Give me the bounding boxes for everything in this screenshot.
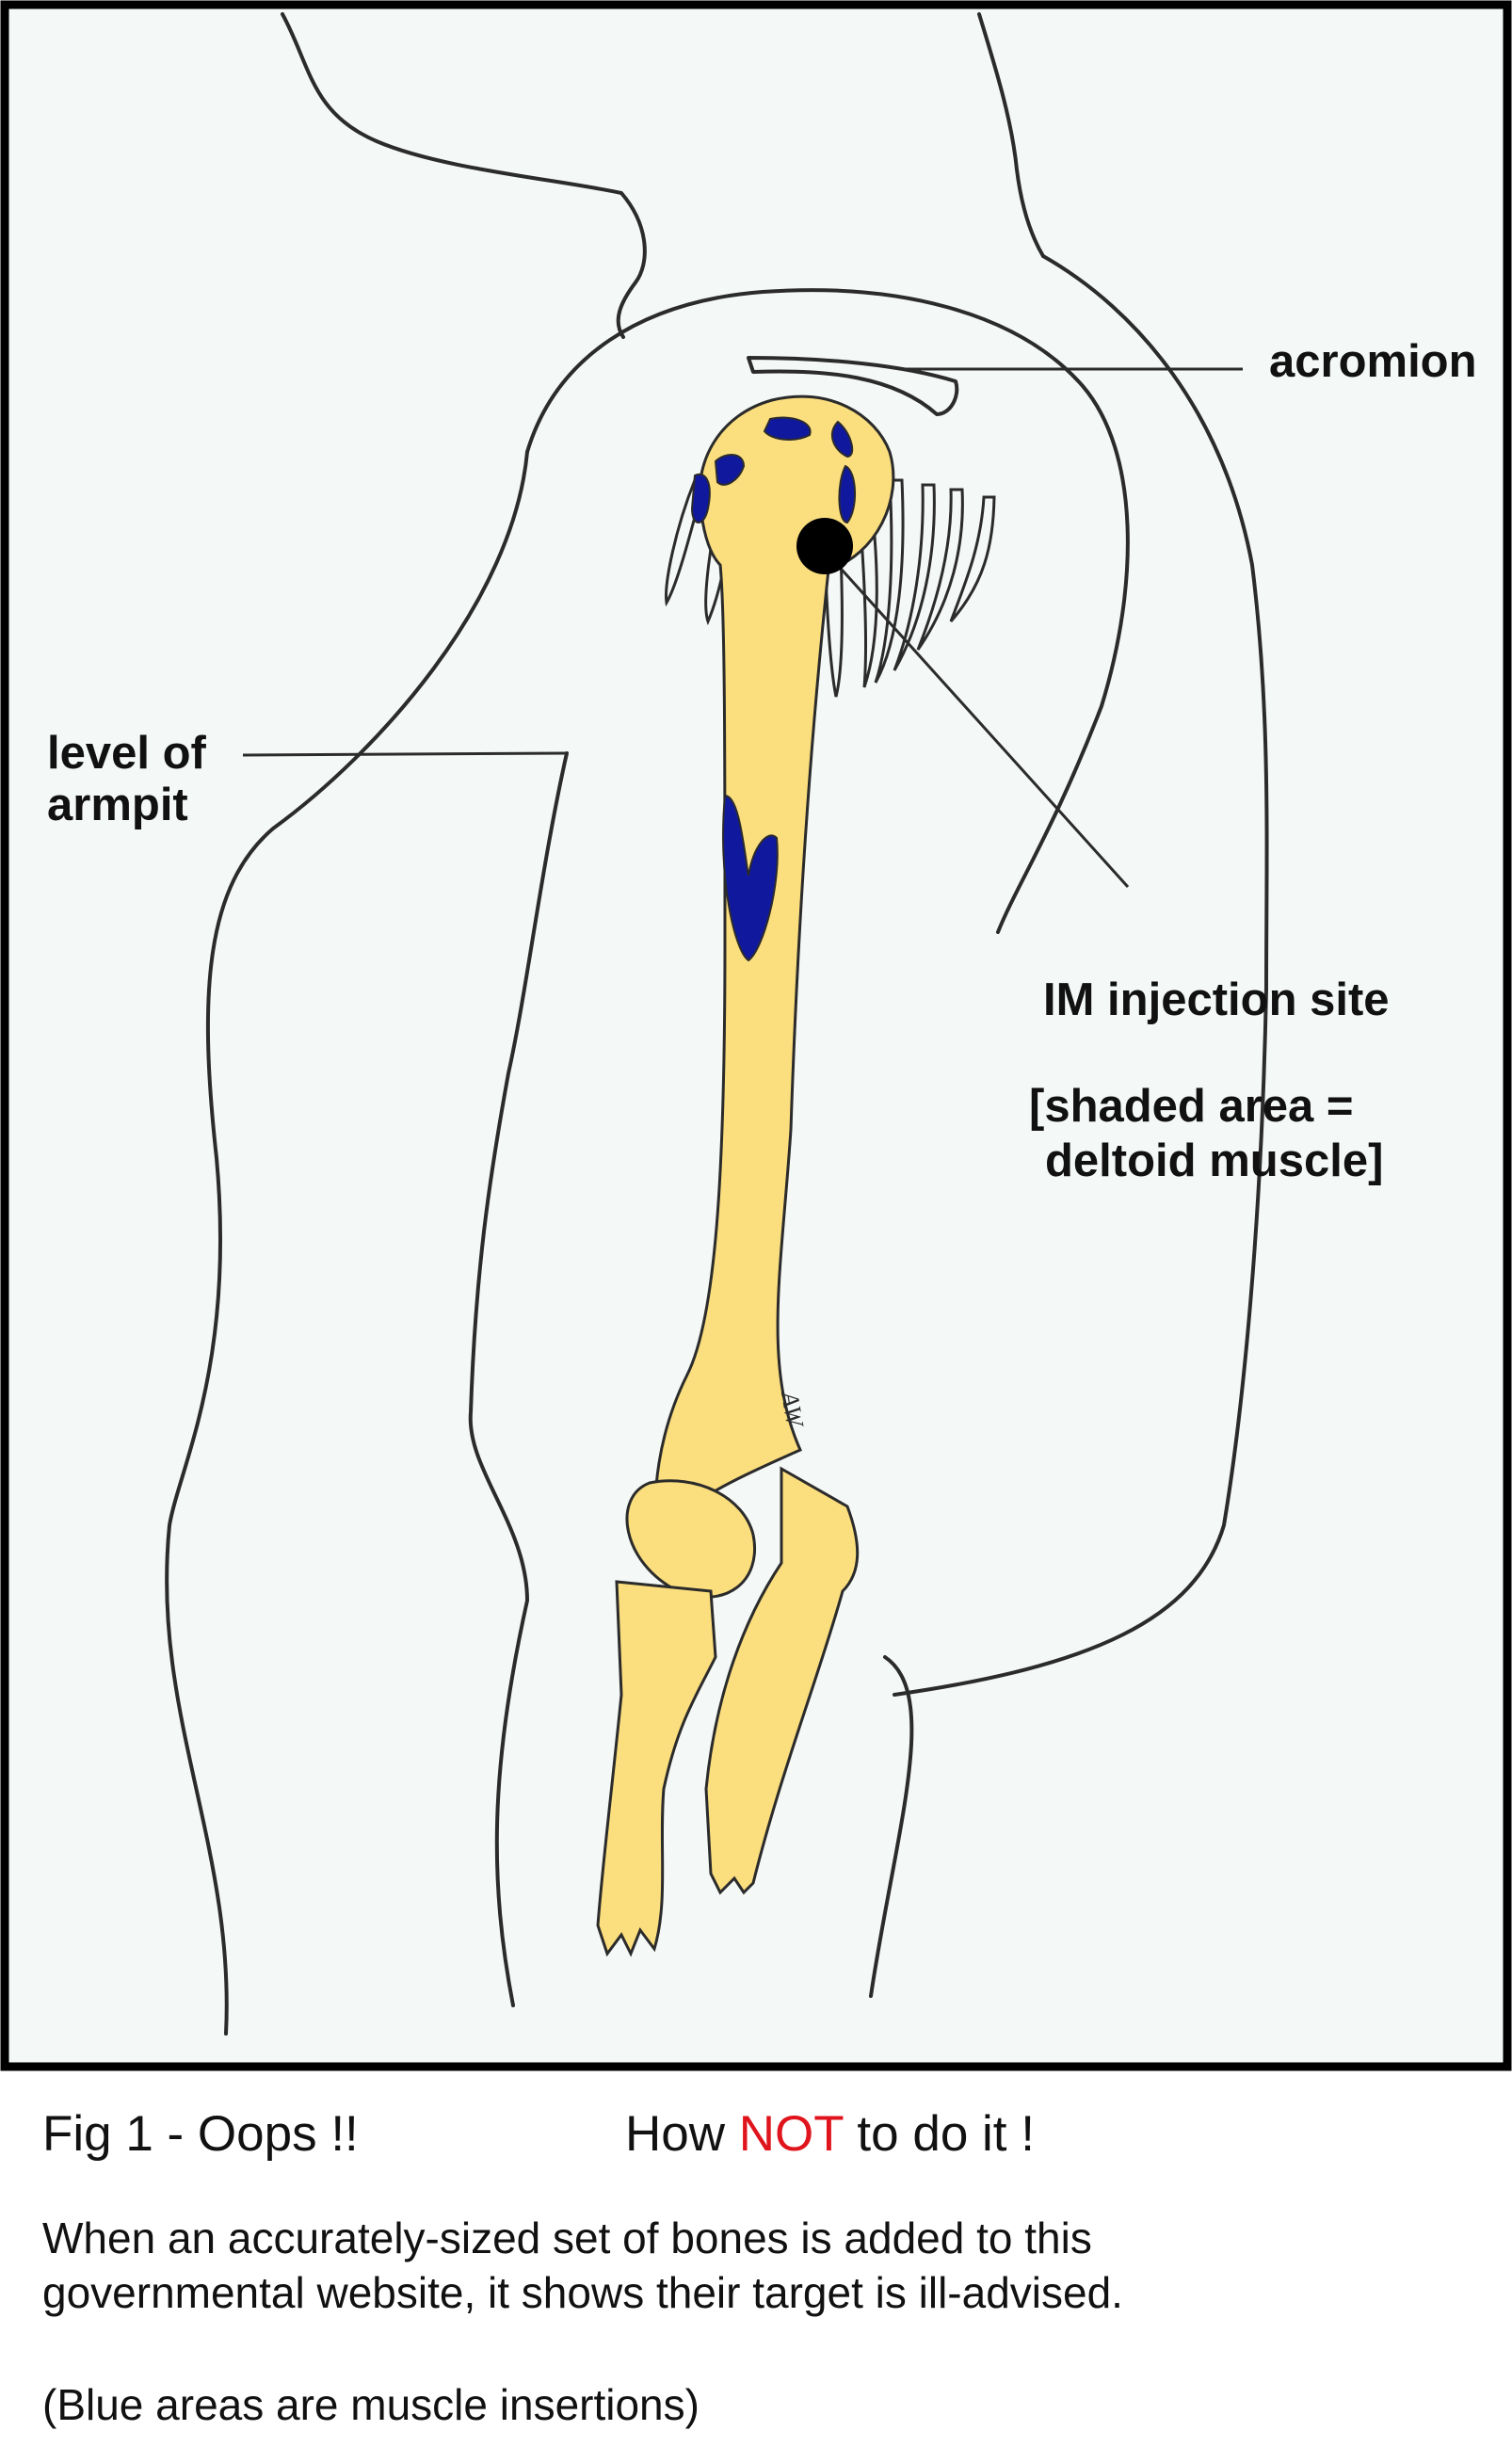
caption-how-suffix: to do it ! [857,2106,1035,2162]
insertion-head-right [830,420,854,459]
insertion-side-right [838,464,857,524]
insertion-head-left [714,454,746,486]
caption-how-not: How NOT to do it ! [625,2105,1035,2163]
caption-body-line2: governmental website, it shows their tar… [42,2268,1123,2317]
neck-left-outline [281,12,647,339]
figure-frame-border [0,0,1512,2071]
muscle-insertions [690,416,857,962]
armpit-leader-line [242,751,568,757]
label-level-of-armpit-line2: armpit [47,780,188,830]
label-level-of-armpit-line1: level of [47,728,206,779]
insertion-deltoid-tuberosity [722,794,779,962]
caption-not-word: NOT [738,2106,844,2162]
injection-site-dot [796,518,853,574]
inner-arm-outline [468,751,569,2007]
label-shaded-area-line1: [shaded area = [1029,1081,1354,1132]
caption-body-line1: When an accurately-sized set of bones is… [42,2214,1092,2262]
label-acromion: acromion [1269,336,1477,387]
injection-leader-line [823,549,1130,889]
radius-bone [596,1580,717,1957]
insertion-side-left [690,473,711,523]
label-injection-site: IM injection site [1043,974,1390,1025]
ulna-bone [704,1466,860,1895]
torso-outline [165,450,529,2036]
caption-fig-label: Fig 1 - Oops !! [42,2106,359,2162]
caption-note: (Blue areas are muscle insertions) [42,2380,700,2429]
artist-signature: AW [776,1388,810,1430]
arm-anatomy-illustration: AW [0,0,1512,2071]
shoulder-outer-outline [893,254,1269,1697]
humerus-bone [653,394,895,1549]
label-shaded-area-line2: deltoid muscle] [1045,1135,1384,1186]
caption-how-prefix: How [625,2106,726,2162]
elbow-condyle [625,1479,756,1599]
neck-right-outline [977,12,1045,258]
insertion-head-top [763,416,812,441]
forearm-outline [869,1655,914,1998]
diagram-figure: AW acromion level of armpit IM injection… [0,0,1512,2071]
deltoid-inner-outline [525,288,1130,934]
acromion-outline [747,356,959,416]
